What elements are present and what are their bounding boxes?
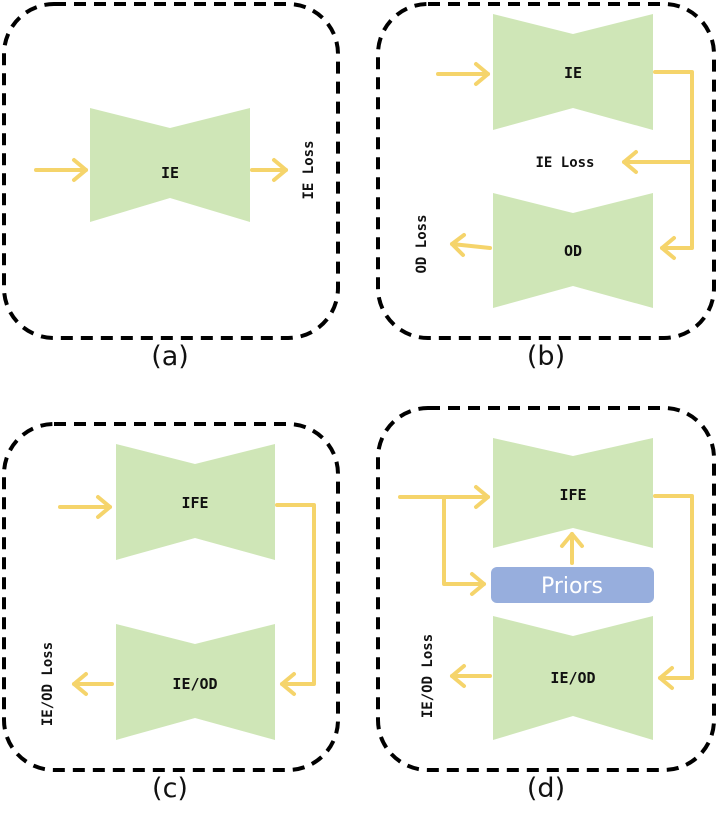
priors-branch-line — [442, 495, 486, 586]
ieod-block — [493, 616, 653, 740]
priors-label: Priors — [541, 574, 603, 599]
route-path — [653, 494, 694, 680]
ieod-loss-label: IE/OD Loss — [420, 634, 436, 718]
ie-block-label: IE — [161, 164, 179, 182]
od-output-head — [450, 233, 466, 257]
ie-loss-label: IE Loss — [301, 140, 317, 199]
panel-c: IFE IE/OD IE/OD Loss (c) — [2, 422, 340, 804]
caption-c: (c) — [152, 773, 188, 804]
input-arrow-head — [474, 62, 490, 86]
ie-loss-label: IE Loss — [535, 155, 594, 171]
priors-box — [491, 567, 654, 603]
ife-block — [493, 438, 653, 548]
panel-d-border — [376, 406, 716, 772]
priors-up-head — [560, 532, 584, 548]
ieod-block — [116, 624, 275, 740]
output-arrow-head — [72, 672, 88, 696]
ieod-block-label: IE/OD — [172, 675, 217, 693]
input-arrow-head — [96, 495, 112, 519]
route-path — [275, 503, 316, 686]
output-arrow-head — [450, 664, 466, 688]
ieod-loss-label: IE/OD Loss — [40, 642, 56, 726]
input-arrow-head — [72, 158, 88, 182]
route-arrow-head — [660, 236, 676, 260]
panel-b-border — [376, 2, 716, 340]
ie-block — [493, 14, 653, 130]
panel-a: IE IE Loss (a) — [2, 2, 340, 372]
caption-d: (d) — [527, 773, 565, 804]
output-arrow-head — [272, 158, 288, 182]
route-arrow-head — [658, 666, 674, 690]
ife-block — [116, 444, 275, 560]
priors-branch-head — [470, 572, 486, 596]
ie-block-label: IE — [564, 64, 582, 82]
ie-block — [90, 108, 250, 222]
panel-d: IFE Priors IE/OD IE/OD Loss (d) — [376, 406, 716, 804]
ife-block-label: IFE — [181, 494, 208, 512]
panel-b: IE IE Loss OD OD Loss (b) — [376, 2, 716, 372]
route-arrow-head — [280, 672, 296, 696]
caption-a: (a) — [151, 341, 189, 372]
panel-a-border — [2, 2, 340, 340]
caption-b: (b) — [527, 341, 565, 372]
od-block-label: OD — [564, 242, 582, 260]
ieod-block-label: IE/OD — [550, 669, 595, 687]
od-output-line — [450, 242, 492, 250]
ife-block-label: IFE — [559, 486, 586, 504]
od-loss-label: OD Loss — [414, 214, 430, 273]
ie-loss-branch-head — [622, 150, 638, 174]
input-arrow-head — [474, 485, 490, 509]
od-block — [493, 193, 653, 308]
